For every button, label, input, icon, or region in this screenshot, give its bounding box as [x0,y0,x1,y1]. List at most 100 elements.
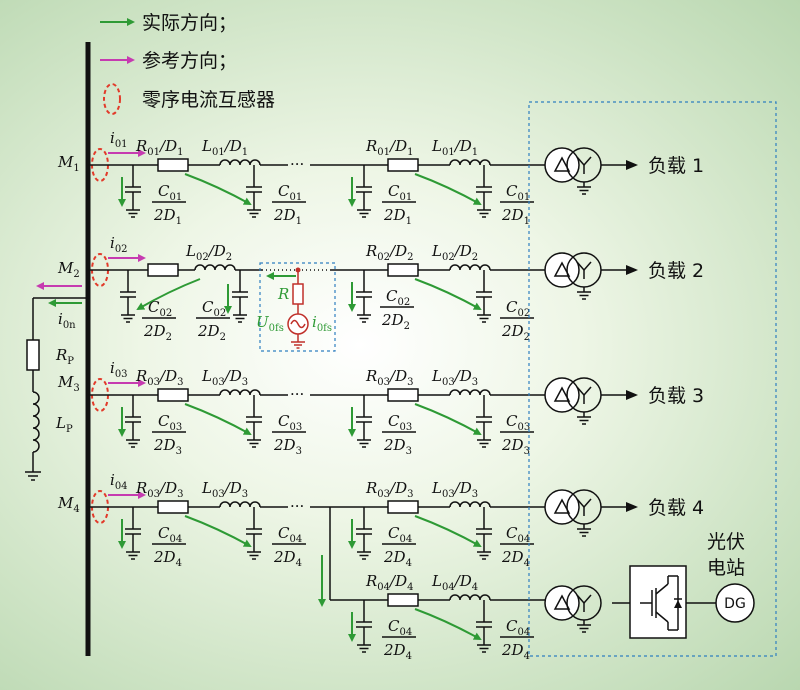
ground-symbol [126,551,140,560]
shunt-capacitor [356,165,372,218]
actual-current-arc [414,278,482,310]
ground-symbol [577,291,591,300]
actual-current-arc [184,515,252,547]
capacitor-label-denominator: 2D4 [383,548,412,569]
capacitor-label-denominator: 2D3 [501,436,530,457]
wire [576,386,585,396]
load-label-2: 负载 2 [648,260,704,282]
capacitor-label-denominator: 2D2 [381,311,410,332]
delta-winding-icon [553,498,571,514]
rp-label: RP [55,346,74,367]
bus-label-m2: M2 [57,259,80,280]
transformer-icon [544,489,602,537]
capacitor-label-denominator: 2D1 [501,206,530,227]
diode-icon [674,600,682,608]
capacitor-label-denominator: 2D3 [153,436,182,457]
load-label-3: 负载 3 [648,385,704,407]
capacitor-label-denominator: 2D3 [273,436,302,457]
shunt-capacitor [356,270,372,323]
ground-symbol [477,209,491,218]
wire [576,498,585,508]
ground-symbol [477,439,491,448]
ground-symbol [577,416,591,425]
ground-symbol [357,314,371,323]
fault-branch: R U0fs i0fs [256,262,336,352]
legend-ct-icon [103,83,121,115]
capacitor-label-numerator: C01 [158,182,182,203]
legend-actual-label: 实际方向； [142,12,237,34]
capacitor-label-numerator: C04 [506,524,530,545]
legend-reference-label: 参考方向； [142,50,237,72]
capacitor-label-denominator: 2D1 [273,206,302,227]
transformer-icon [544,377,602,425]
capacitor-label-numerator: C02 [386,287,410,308]
grounding-inductor [32,391,40,453]
resistance-label: R03/D3 [365,479,414,500]
capacitor-label-numerator: C04 [388,617,412,638]
inductance-label: L03/D3 [431,367,478,388]
capacitor-label-denominator: 2D1 [153,206,182,227]
inverter-box [629,565,687,639]
shunt-capacitor [246,507,262,560]
wire [583,594,592,604]
actual-current-arc [414,403,482,435]
ground-symbol [126,439,140,448]
wire [583,156,592,166]
pv-label-line1: 光伏 [707,531,745,553]
dg-circle [715,583,755,623]
shunt-capacitor [476,165,492,218]
wire [576,156,585,166]
ground-symbol [247,439,261,448]
load-label-1: 负载 1 [648,155,704,177]
capacitor-label-denominator: 2D3 [383,436,412,457]
resistor [157,158,189,172]
capacitor-label-denominator: 2D4 [273,548,302,569]
capacitor-label-numerator: C04 [278,524,302,545]
shunt-capacitor [246,165,262,218]
pv-station: 光伏 电站 DG [612,531,755,639]
capacitor-label-numerator: C02 [148,298,172,319]
capacitor-label-denominator: 2D2 [501,322,530,343]
shunt-capacitor [476,395,492,448]
dg-label: DG [724,596,746,612]
i0fs-label: i0fs [312,313,332,334]
capacitor-label-numerator: C04 [388,524,412,545]
load-1: 负载 1 [544,147,704,195]
ground-symbol [121,314,135,323]
inductance-label: L03/D3 [201,367,248,388]
ground-symbol [357,551,371,560]
load-4: 负载 4 [544,489,704,537]
inductance-label: L03/D3 [201,479,248,500]
lp-label: LP [55,414,73,435]
capacitor-label-numerator: C02 [506,298,530,319]
resistance-label: R03/D3 [135,479,184,500]
shunt-capacitor [125,507,141,560]
wire [576,594,585,604]
load-area-box [528,101,777,657]
transformer-icon [544,585,602,633]
load-3: 负载 3 [544,377,704,425]
ground-symbol [357,209,371,218]
capacitor-label-numerator: C01 [278,182,302,203]
ground-symbol [357,439,371,448]
inductance-label: L02/D2 [431,242,478,263]
delta-winding-icon [553,386,571,402]
i0n-label: i0n [58,310,76,331]
inductance-label: L01/D1 [201,137,248,158]
ground-symbol [233,314,247,323]
resistance-label: R02/D2 [365,242,414,263]
capacitor-label-numerator: C04 [158,524,182,545]
